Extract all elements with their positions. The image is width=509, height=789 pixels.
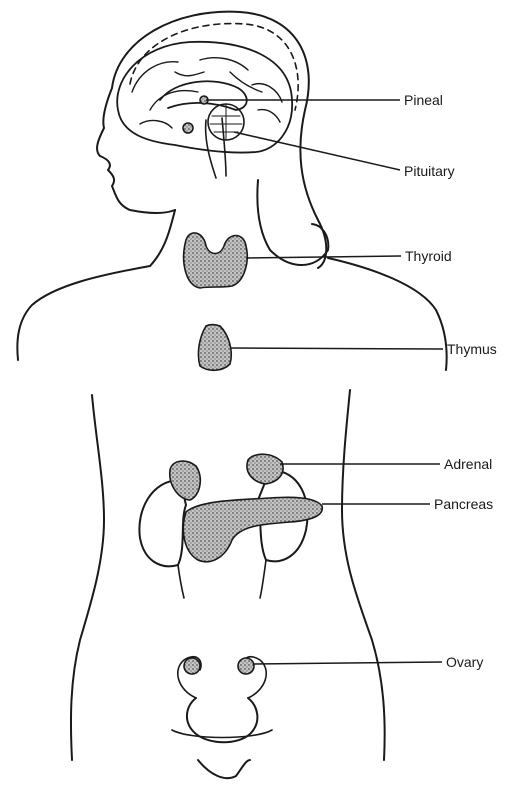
- brain-folds: [132, 58, 282, 128]
- right-ovary: [238, 658, 254, 674]
- pineal-label: Pineal: [404, 92, 443, 108]
- ureter-right: [260, 560, 266, 598]
- pituitary-gland: [183, 123, 193, 133]
- left-adrenal-gland: [170, 461, 200, 500]
- ovary-leader: [254, 662, 442, 664]
- thymus-label: Thymus: [447, 341, 497, 357]
- dashed-scalp: [130, 24, 298, 110]
- ureter-left: [178, 565, 184, 598]
- head-outline: [112, 12, 326, 268]
- neck-right: [257, 180, 328, 265]
- thyroid-label: Thyroid: [405, 248, 452, 264]
- pelvic-floor: [172, 730, 272, 738]
- thymus-leader: [230, 348, 443, 349]
- pituitary-label: Pituitary: [404, 163, 455, 179]
- right-adrenal-gland: [247, 454, 283, 484]
- pancreas-label: Pancreas: [434, 496, 493, 512]
- thyroid-leader: [246, 256, 401, 258]
- neck-left: [150, 210, 175, 266]
- thyroid-gland: [184, 233, 248, 288]
- right-torso: [342, 390, 385, 760]
- ovary-label: Ovary: [446, 654, 483, 670]
- adrenal-label: Adrenal: [444, 456, 492, 472]
- left-shoulder-arm: [17, 266, 150, 360]
- left-torso: [71, 395, 104, 760]
- right-shoulder-arm: [328, 258, 447, 370]
- groin: [198, 760, 250, 778]
- face-profile: [97, 88, 175, 213]
- pancreas-gland: [183, 497, 322, 561]
- thymus-gland: [198, 325, 231, 371]
- left-ovary: [184, 658, 200, 674]
